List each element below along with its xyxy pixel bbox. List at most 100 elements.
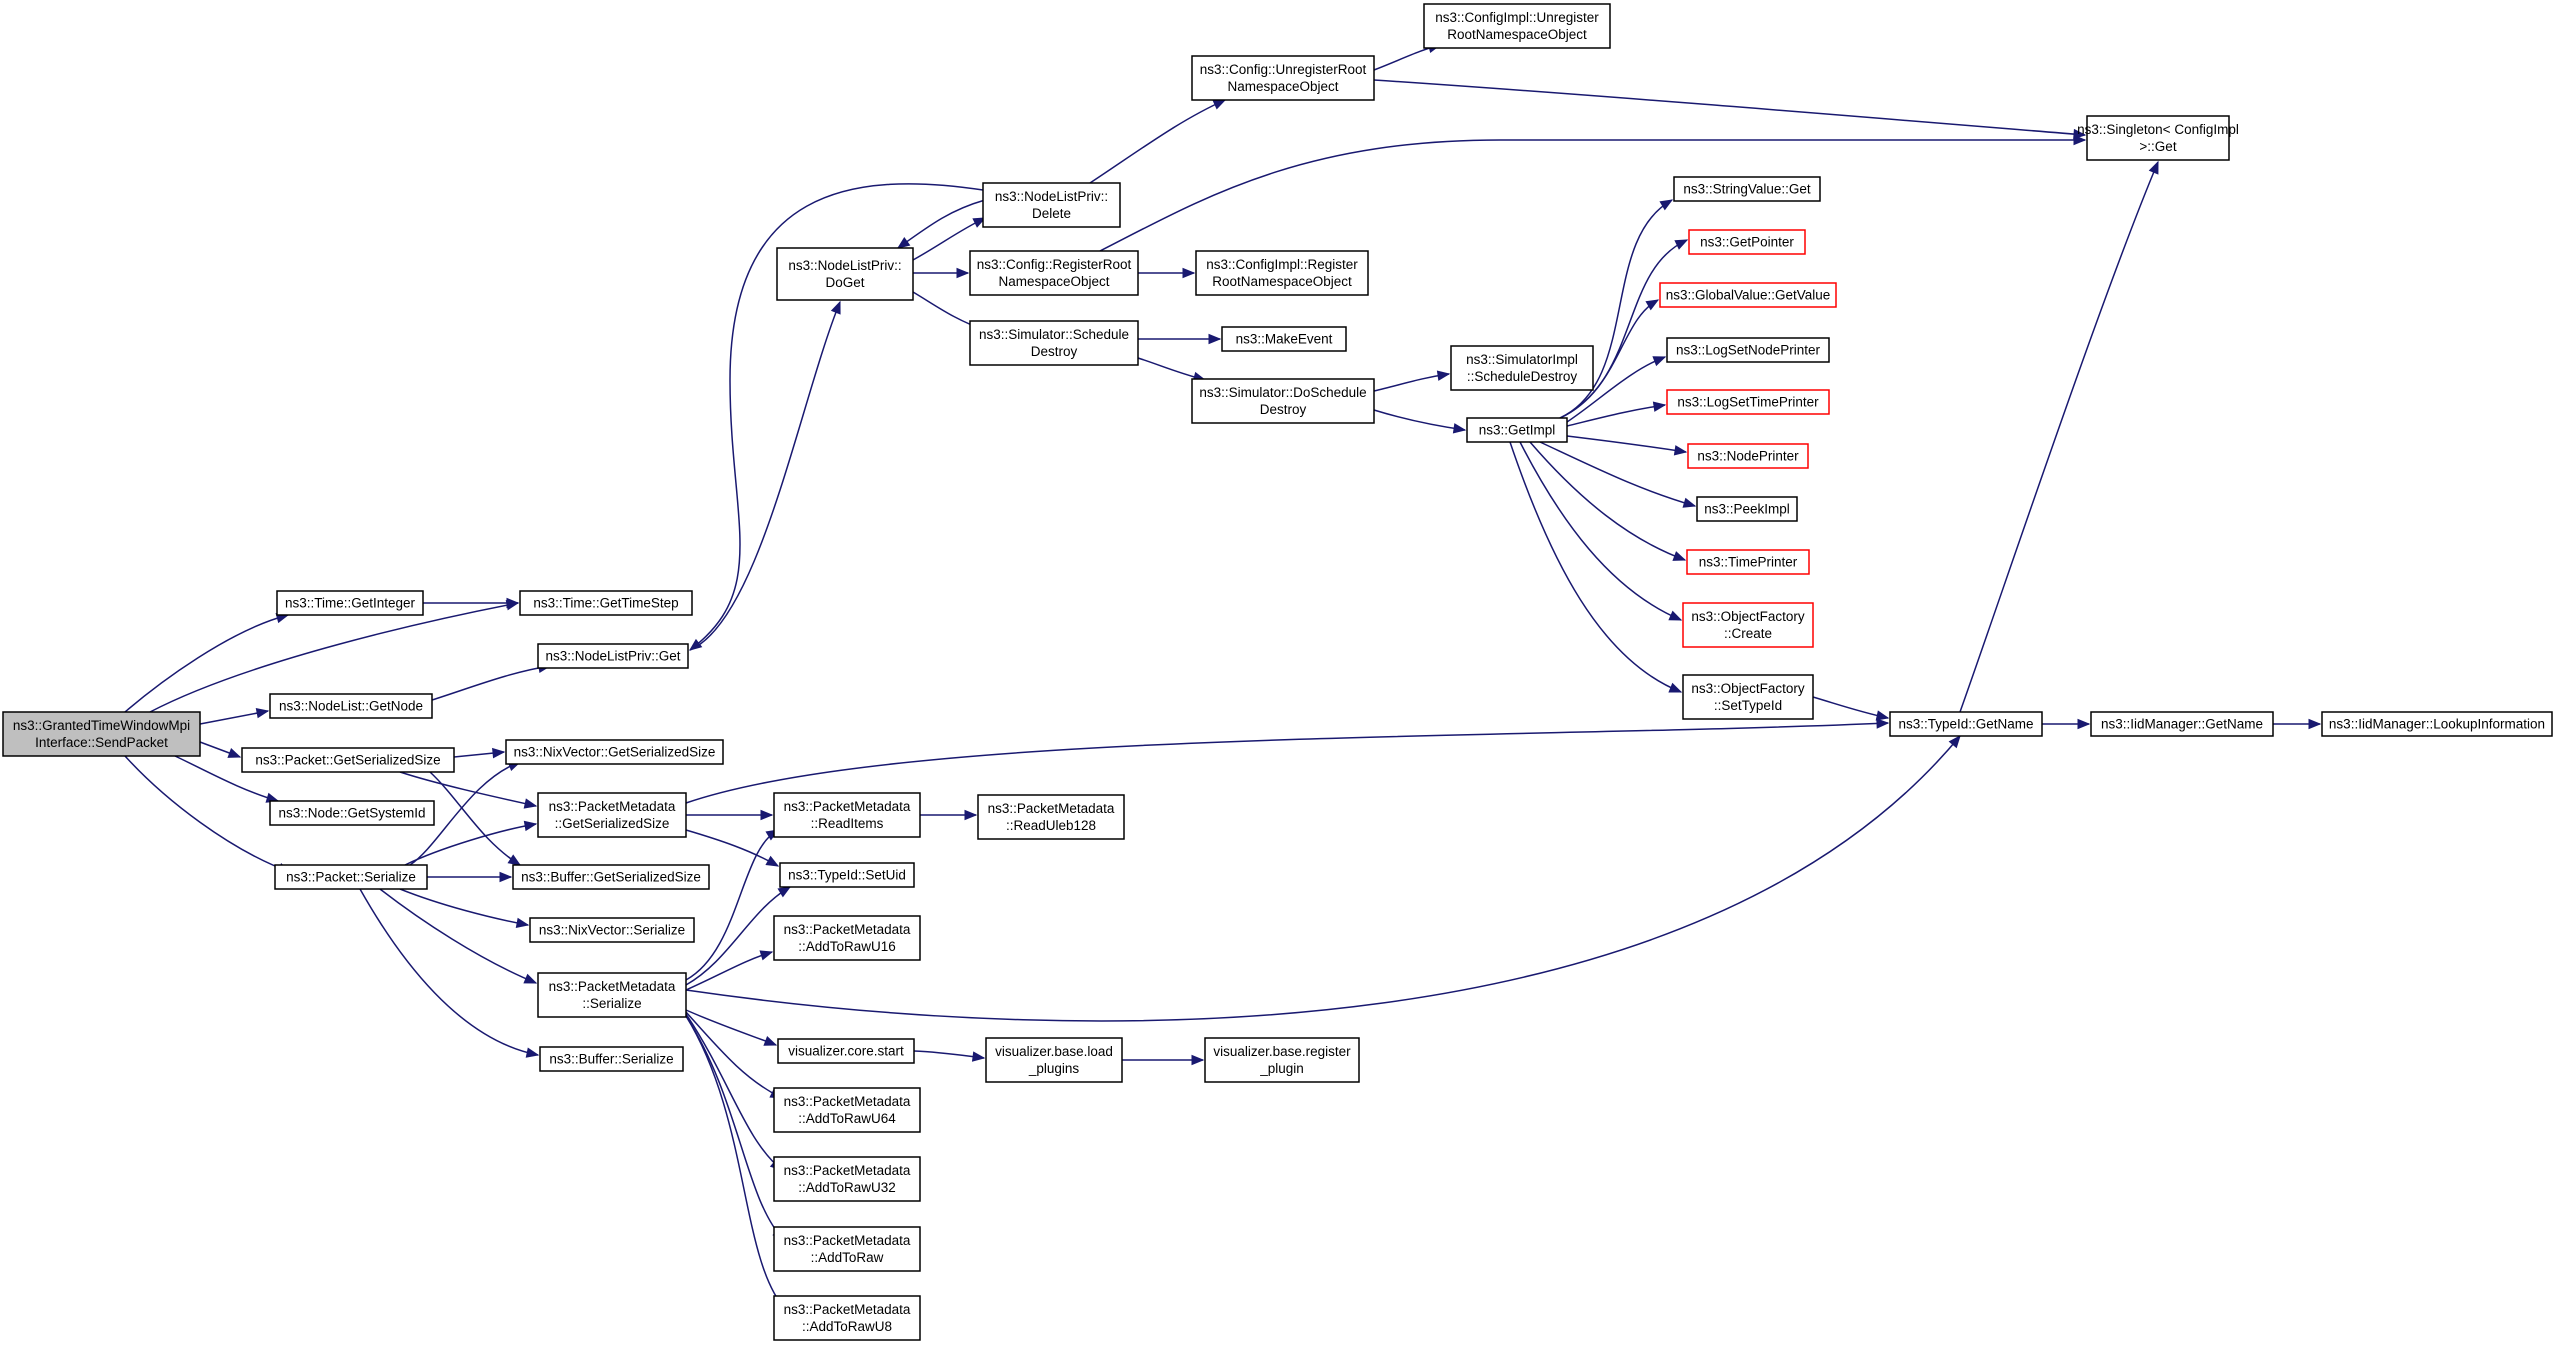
arrowhead — [759, 950, 774, 961]
node-configimpl-register[interactable]: ns3::ConfigImpl::RegisterRootNamespaceOb… — [1195, 250, 1369, 296]
arrowhead — [523, 798, 538, 809]
node-label-line: ns3::NodeListPriv::Get — [545, 649, 680, 664]
edge-getimpl-to-timeprinter — [1529, 441, 1687, 561]
node-pm-addtoraw[interactable]: ns3::PacketMetadata::AddToRaw — [773, 1226, 921, 1272]
node-makeevent[interactable]: ns3::MakeEvent — [1221, 326, 1347, 352]
arrowhead — [1876, 718, 1890, 729]
node-objectfactory-create[interactable]: ns3::ObjectFactory::Create — [1682, 602, 1814, 648]
node-time-getinteger[interactable]: ns3::Time::GetInteger — [276, 590, 424, 616]
node-packet-getserializedsize[interactable]: ns3::Packet::GetSerializedSize — [241, 747, 455, 773]
node-node-getsystemid[interactable]: ns3::Node::GetSystemId — [269, 800, 435, 826]
edge-line — [685, 829, 779, 981]
edge-packet_serialize-to-pm_serialize — [379, 888, 538, 984]
node-root[interactable]: ns3::GrantedTimeWindowMpiInterface::Send… — [2, 711, 201, 757]
node-label-line: _plugin — [1259, 1061, 1304, 1076]
node-box — [276, 590, 424, 616]
edge-line — [1089, 99, 1226, 184]
edge-packet_serialize-to-pm_getserializedsize — [404, 820, 538, 866]
node-label-line: ::AddToRawU64 — [798, 1111, 896, 1126]
edge-line — [409, 761, 521, 866]
node-nodelistpriv-doget[interactable]: ns3::NodeListPriv::DoGet — [776, 247, 914, 301]
edge-pm_getserializedsize-to-typeid_getname — [685, 718, 1890, 804]
edge-packet_serialize-to-buffer_getserializedsize — [427, 871, 513, 883]
node-simulator-scheduledestroy[interactable]: ns3::Simulator::ScheduleDestroy — [969, 320, 1139, 366]
node-box — [537, 643, 689, 669]
node-singleton-get[interactable]: ns3::Singleton< ConfigImpl >::Get — [2077, 115, 2239, 161]
node-pm-addtorawu64[interactable]: ns3::PacketMetadata::AddToRawU64 — [773, 1087, 921, 1133]
edge-packet_getserializedsize-to-nixvector_getserializedsize — [453, 747, 506, 759]
node-label-line: ns3::Simulator::DoSchedule — [1199, 385, 1366, 400]
node-nodeprinter[interactable]: ns3::NodePrinter — [1687, 443, 1809, 469]
arrowhead — [2308, 718, 2322, 730]
node-nixvector-serialize[interactable]: ns3::NixVector::Serialize — [529, 917, 695, 943]
node-label-line: ns3::PacketMetadata — [784, 1233, 911, 1248]
arrowhead — [1191, 1054, 1205, 1066]
node-globalvalue-getvalue[interactable]: ns3::GlobalValue::GetValue — [1659, 282, 1837, 308]
node-label-line: ns3::NodePrinter — [1697, 449, 1799, 464]
node-label-line: ns3::NodeList::GetNode — [279, 699, 423, 714]
node-viz-base-loadplugins[interactable]: visualizer.base.load_plugins — [985, 1037, 1123, 1083]
node-stringvalue-get[interactable]: ns3::StringValue::Get — [1673, 176, 1821, 202]
node-nodelist-getnode[interactable]: ns3::NodeList::GetNode — [269, 693, 433, 719]
edge-line — [685, 829, 779, 867]
arrowhead — [765, 855, 780, 867]
node-label-line: ns3::NodeListPriv:: — [788, 258, 901, 273]
node-pm-addtorawu8[interactable]: ns3::PacketMetadata::AddToRawU8 — [773, 1295, 921, 1341]
node-iidmanager-lookupinformation[interactable]: ns3::IidManager::LookupInformation — [2321, 711, 2553, 737]
arrowhead — [830, 300, 841, 315]
node-pm-serialize[interactable]: ns3::PacketMetadata::Serialize — [537, 972, 687, 1018]
edge-line — [1373, 409, 1466, 431]
node-peekimpl[interactable]: ns3::PeekImpl — [1696, 496, 1798, 522]
node-box — [969, 320, 1139, 366]
edge-time_getinteger-to-time_gettimestep — [423, 597, 520, 609]
node-buffer-serialize[interactable]: ns3::Buffer::Serialize — [539, 1046, 684, 1072]
node-box — [776, 247, 914, 301]
node-nixvector-getserializedsize[interactable]: ns3::NixVector::GetSerializedSize — [505, 739, 724, 765]
node-getimpl[interactable]: ns3::GetImpl — [1466, 417, 1568, 443]
edge-line — [1559, 199, 1673, 419]
node-nodelistpriv-delete[interactable]: ns3::NodeListPriv::Delete — [982, 182, 1121, 228]
node-label-line: ns3::LogSetNodePrinter — [1676, 343, 1821, 358]
node-pm-addtorawu16[interactable]: ns3::PacketMetadata::AddToRawU16 — [773, 915, 921, 961]
node-pm-addtorawu32[interactable]: ns3::PacketMetadata::AddToRawU32 — [773, 1156, 921, 1202]
node-objectfactory-settypeid[interactable]: ns3::ObjectFactory::SetTypeId — [1682, 674, 1814, 720]
node-logsettimeprinter[interactable]: ns3::LogSetTimePrinter — [1666, 389, 1830, 415]
node-label-line: ns3::Singleton< ConfigImpl — [2077, 122, 2239, 137]
node-configimpl-unregister[interactable]: ns3::ConfigImpl::UnregisterRootNamespace… — [1423, 3, 1611, 49]
node-timeprinter[interactable]: ns3::TimePrinter — [1686, 549, 1810, 575]
node-pm-readitems[interactable]: ns3::PacketMetadata::ReadItems — [773, 792, 921, 838]
node-box — [537, 972, 687, 1018]
node-pm-getserializedsize[interactable]: ns3::PacketMetadata::GetSerializedSize — [537, 792, 687, 838]
call-edges — [124, 42, 2322, 1311]
node-packet-serialize[interactable]: ns3::Packet::Serialize — [274, 864, 428, 890]
edge-line — [431, 665, 551, 701]
node-logsetnodeprinter[interactable]: ns3::LogSetNodePrinter — [1666, 337, 1830, 363]
edge-simulator_scheduledestroy-to-makeevent — [1138, 333, 1222, 345]
node-typeid-setuid[interactable]: ns3::TypeId::SetUid — [779, 862, 915, 888]
node-box — [777, 1038, 915, 1064]
node-viz-base-registerplugin[interactable]: visualizer.base.register_plugin — [1204, 1037, 1360, 1083]
node-label-line: ns3::Config::UnregisterRoot — [1200, 62, 1367, 77]
node-label-line: ns3::PacketMetadata — [549, 799, 676, 814]
node-pm-readuleb128[interactable]: ns3::PacketMetadata::ReadUleb128 — [977, 794, 1125, 840]
node-label-line: ns3::GetImpl — [1479, 423, 1556, 438]
node-box — [539, 1046, 684, 1072]
node-config-unregisterroot[interactable]: ns3::Config::UnregisterRootNamespaceObje… — [1191, 55, 1375, 101]
arrowhead — [2148, 160, 2159, 175]
edge-typeid_getname-to-iidmanager_getname — [2042, 718, 2091, 730]
node-viz-core-start[interactable]: visualizer.core.start — [777, 1038, 915, 1064]
node-buffer-getserializedsize[interactable]: ns3::Buffer::GetSerializedSize — [512, 864, 710, 890]
node-typeid-getname[interactable]: ns3::TypeId::GetName — [1889, 711, 2043, 737]
node-getpointer[interactable]: ns3::GetPointer — [1688, 229, 1806, 255]
node-label-line: ns3::PacketMetadata — [549, 979, 676, 994]
edge-line — [399, 888, 529, 926]
node-iidmanager-getname[interactable]: ns3::IidManager::GetName — [2090, 711, 2274, 737]
arrowhead — [1668, 610, 1683, 621]
node-label-line: ::SetTypeId — [1714, 698, 1782, 713]
node-nodelistpriv-get[interactable]: ns3::NodeListPriv::Get — [537, 643, 689, 669]
node-box — [1659, 282, 1837, 308]
node-simulatorimpl-scheduledestroy[interactable]: ns3::SimulatorImpl::ScheduleDestroy — [1450, 345, 1594, 391]
node-time-gettimestep[interactable]: ns3::Time::GetTimeStep — [519, 590, 693, 616]
